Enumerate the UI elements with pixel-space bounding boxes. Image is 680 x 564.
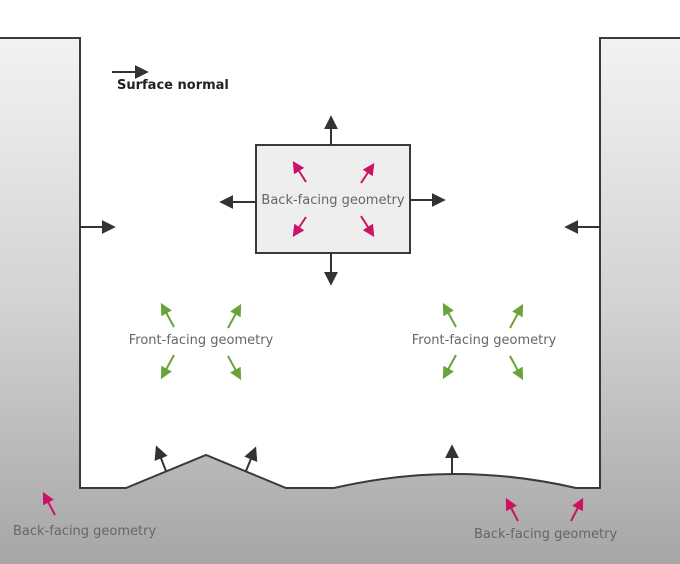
front-left-arrow-tl bbox=[160, 302, 175, 328]
front-right-arrow-bl bbox=[442, 354, 457, 380]
front-facing-label-right: Front-facing geometry bbox=[412, 333, 557, 348]
bottom-left-back-facing-label: Back-facing geometry bbox=[13, 524, 156, 539]
bottom-right-back-facing-arrow-1 bbox=[505, 497, 519, 522]
front-right-arrow-br bbox=[509, 355, 524, 381]
box-back-facing-arrow-tl bbox=[292, 160, 307, 183]
back-facing-box bbox=[255, 144, 411, 254]
box-back-facing-arrow-tr bbox=[360, 163, 375, 184]
floor-peak-left-normal-arrow bbox=[154, 445, 168, 472]
front-right-arrow-tr bbox=[509, 303, 524, 329]
floor-peak-right-normal-arrow bbox=[244, 446, 258, 472]
top-background bbox=[0, 0, 680, 38]
front-left-arrow-tr bbox=[227, 303, 242, 329]
box-back-facing-arrow-br bbox=[360, 215, 375, 238]
front-left-arrow-bl bbox=[160, 354, 175, 380]
front-right-arrow-tl bbox=[442, 302, 457, 328]
front-facing-label-left: Front-facing geometry bbox=[129, 333, 274, 348]
bottom-left-back-facing-arrow bbox=[42, 491, 56, 516]
room-outline bbox=[0, 37, 680, 489]
bottom-right-back-facing-arrow-2 bbox=[570, 497, 584, 522]
front-left-arrow-br bbox=[227, 355, 242, 381]
box-back-facing-arrow-bl bbox=[292, 216, 307, 237]
room-interior bbox=[80, 38, 600, 488]
legend-label: Surface normal bbox=[117, 78, 229, 93]
box-label: Back-facing geometry bbox=[261, 193, 404, 208]
bottom-right-back-facing-label: Back-facing geometry bbox=[474, 527, 617, 542]
